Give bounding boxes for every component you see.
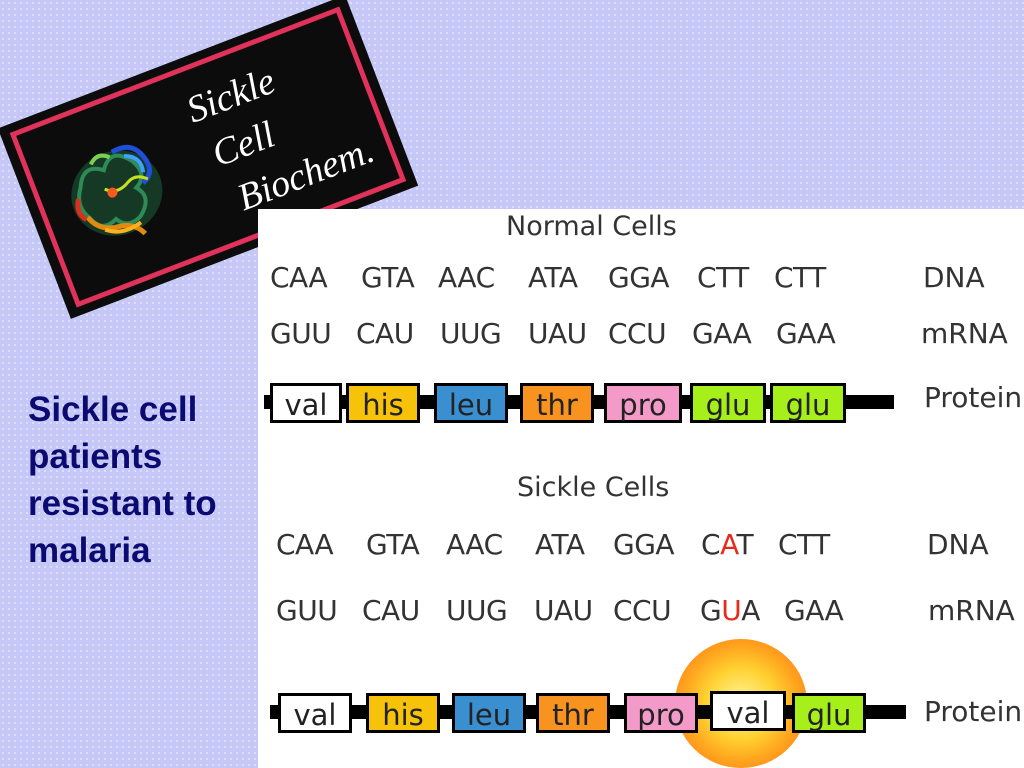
hemoglobin-protein-image [71, 144, 163, 236]
amino-acid-val: val [270, 383, 342, 423]
note-line-2: patients [28, 437, 163, 476]
sickle-mrna-codon: UAU [534, 594, 593, 627]
normal-dna-codon: CTT [774, 261, 826, 294]
amino-acid-his: his [366, 693, 440, 733]
note-line-3: resistant to [28, 484, 217, 523]
sickle-dna-codon: ATA [535, 528, 585, 561]
chalk-border [9, 6, 407, 308]
amino-acid-his: his [346, 383, 420, 423]
malaria-resistance-note: Sickle cell patients resistant to malari… [28, 386, 253, 574]
amino-acid-pro: pro [624, 693, 698, 733]
codon-base: T [736, 528, 754, 561]
sickle-mrna-codon: GAA [784, 594, 844, 627]
point-mutation-base: U [721, 594, 742, 627]
normal-mrna-codon: UAU [528, 317, 587, 350]
normal-dna-codon: CTT [697, 261, 749, 294]
sickle-dna-codon: CAA [276, 528, 334, 561]
amino-acid-glu: glu [770, 383, 846, 423]
codon-base: G [700, 594, 722, 627]
amino-acid-val: val [278, 693, 352, 733]
amino-acid-leu: leu [452, 693, 526, 733]
sickle-mrna-label: mRNA [928, 594, 1015, 627]
mutated-amino-acid-val: val [710, 691, 786, 731]
chalkboard-background [0, 0, 419, 319]
amino-acid-pro: pro [604, 383, 682, 423]
amino-acid-leu: leu [434, 383, 508, 423]
codon-base: A [741, 594, 760, 627]
sickle-mrna-codon: GUU [276, 594, 338, 627]
sickle-cell-biochem-chalkboard: Sickle Cell Biochem. [0, 0, 419, 319]
amino-acid-thr: thr [536, 693, 610, 733]
note-line-1: Sickle cell [28, 390, 198, 429]
normal-cells-title: Normal Cells [506, 211, 677, 242]
normal-mrna-codon: GUU [270, 317, 332, 350]
sickle-dna-codon: CTT [778, 528, 830, 561]
normal-mrna-codon: GAA [692, 317, 752, 350]
sickle-mrna-codon: CAU [362, 594, 420, 627]
normal-dna-codon: ATA [528, 261, 578, 294]
sickle-mrna-codon: UUG [446, 594, 508, 627]
sickle-protein-label: Protein [924, 695, 1023, 728]
sickle-cells-title: Sickle Cells [517, 472, 670, 503]
normal-dna-codon: GGA [608, 261, 670, 294]
normal-dna-codon: CAA [270, 261, 328, 294]
sickle-dna-codon: AAC [446, 528, 503, 561]
amino-acid-thr: thr [520, 383, 594, 423]
amino-acid-glu: glu [690, 383, 766, 423]
note-line-4: malaria [28, 531, 151, 570]
amino-acid-glu: glu [792, 693, 866, 733]
sickle-dna-codon: GTA [366, 528, 420, 561]
normal-dna-codon: GTA [361, 261, 415, 294]
normal-protein-label: Protein [924, 381, 1023, 414]
normal-mrna-codon: CAU [356, 317, 414, 350]
normal-dna-codon: AAC [438, 261, 495, 294]
codon-comparison-panel: Normal Cells CAA GTA AAC ATA GGA CTT CTT… [258, 209, 1024, 768]
sickle-dna-mutated-codon: CAT [701, 528, 754, 561]
normal-mrna-codon: CCU [608, 317, 667, 350]
normal-mrna-codon: UUG [440, 317, 502, 350]
normal-mrna-label: mRNA [921, 317, 1008, 350]
normal-mrna-codon: GAA [776, 317, 836, 350]
sickle-mrna-codon: CCU [613, 594, 672, 627]
sickle-mrna-mutated-codon: GUA [700, 594, 760, 627]
normal-dna-label: DNA [923, 261, 985, 294]
point-mutation-base: A [720, 528, 737, 561]
sickle-dna-codon: GGA [613, 528, 675, 561]
codon-base: C [701, 528, 721, 561]
sickle-dna-label: DNA [927, 528, 989, 561]
